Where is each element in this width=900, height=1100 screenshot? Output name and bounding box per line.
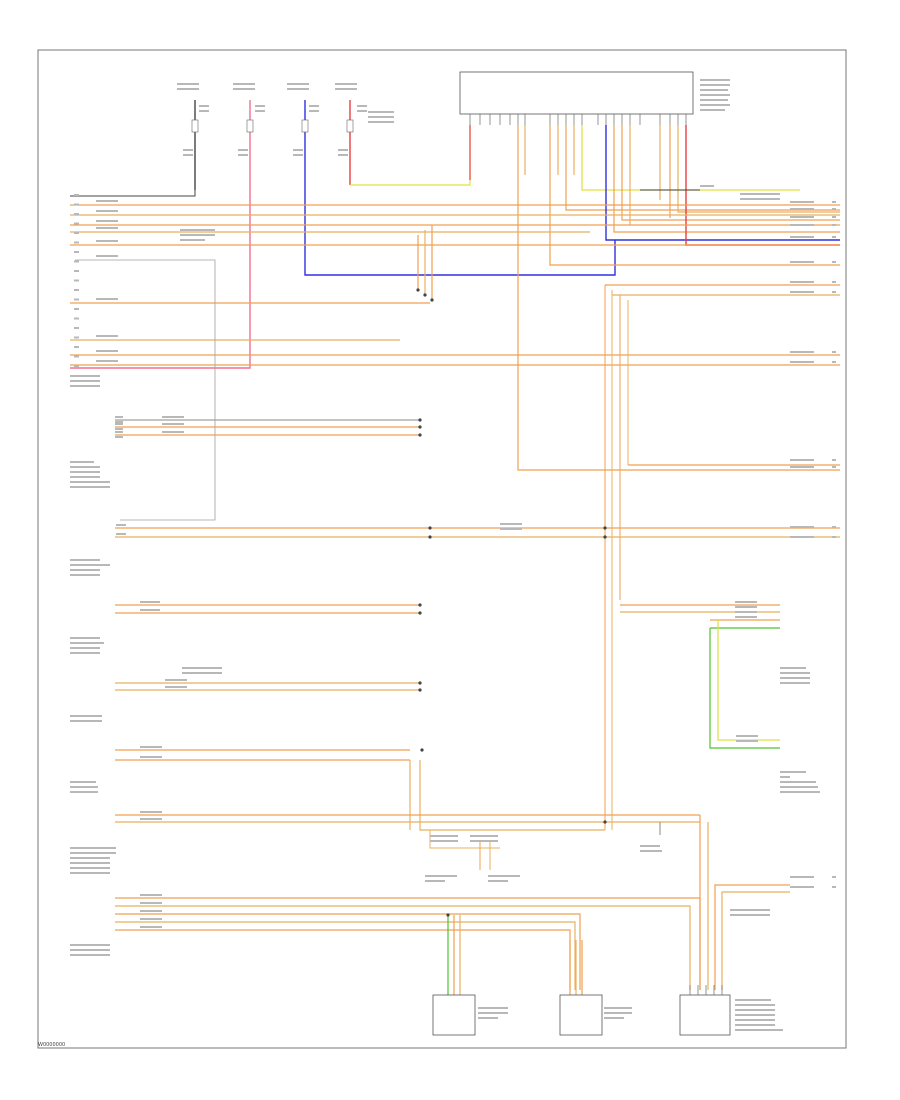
speed-control-dot-0: [418, 603, 422, 607]
headlamp-switch-wire-3: [115, 921, 576, 990]
fuse-symbol-1: [246, 119, 254, 133]
fuse-rating-3: [357, 105, 367, 112]
mirror-wire-6: [717, 620, 780, 741]
fuse-wire-label-1: [238, 149, 248, 156]
fuse-wire-label-0: [183, 149, 193, 156]
brake-switch-label: [70, 461, 110, 488]
fuse-rating-1: [255, 105, 265, 112]
oil-level-dot: [603, 820, 607, 824]
selector-lever-dot-0: [418, 681, 422, 685]
headlamp-switch-wire-1: [115, 905, 691, 990]
module-wire-8: [613, 125, 840, 233]
connector-label-top: [180, 229, 215, 241]
range-side-wire-2: [721, 891, 790, 990]
left-headlamp-connector-label: [488, 875, 520, 882]
headlamp-range-module-label: [735, 999, 783, 1031]
fuse-label-0: [177, 83, 199, 90]
central-module-label: [700, 79, 730, 111]
mid-harness-dot-1: [423, 293, 427, 297]
mid-harness-dot-0: [416, 288, 420, 292]
right-headlamp-dot: [446, 913, 450, 917]
module-wire-1: [517, 125, 840, 471]
component-layer: [37, 49, 847, 1049]
mid-harness-dot-2: [430, 298, 434, 302]
ground-label: [640, 845, 662, 852]
brake-switch-dot-a-1: [428, 535, 432, 539]
selector-lever-dot-1: [418, 688, 422, 692]
blue-wire-bottom: [304, 240, 616, 276]
diagram-frame: [37, 49, 847, 1049]
fuse-rating-2: [309, 105, 319, 112]
pocket-module-dot: [420, 748, 424, 752]
fuse-symbol-3: [346, 119, 354, 133]
pocket-module-label: [70, 715, 102, 722]
steering-module-mid-label-a: [430, 835, 458, 842]
pink-wire: [70, 360, 251, 369]
module-wire-blue: [605, 125, 840, 241]
speed-control-dot-1: [418, 611, 422, 615]
fuse-wire-label-2: [293, 149, 303, 156]
module-wire-7: [581, 125, 800, 191]
mirror-wire-5: [709, 628, 780, 749]
gray-wire: [75, 259, 216, 521]
right-headlamp-box: [432, 994, 476, 1036]
right-headlamp-connector-label: [425, 875, 457, 882]
headlamp-switch-wire-0: [115, 897, 701, 990]
speed-control-label: [70, 559, 110, 576]
range-side-wire-1: [714, 884, 790, 990]
light-switch-dot-2: [418, 433, 422, 437]
mirror-pin-labels: [735, 601, 757, 618]
module-wire-9: [621, 125, 840, 221]
brake-switch-mid-label: [500, 523, 522, 530]
light-switch-dot-1: [418, 425, 422, 429]
headlamp-switch-label: [70, 944, 110, 956]
wire-layer: [70, 100, 840, 995]
steering-module-label-left: [70, 847, 116, 874]
fuse-label-2: [287, 83, 309, 90]
module-wire-5: [565, 125, 840, 211]
steering-module-label: [780, 771, 820, 793]
mirror-lower-pin-labels: [736, 735, 758, 742]
fuse-label-1: [233, 83, 255, 90]
brake-switch-dot-b-0: [603, 526, 607, 530]
fuse-note-label: [368, 111, 394, 123]
oil-level-label: [70, 781, 98, 793]
brake-switch-dot-b-1: [603, 535, 607, 539]
range-side-note: [730, 909, 770, 916]
ground-wire: [70, 190, 196, 197]
selector-lever-label: [70, 637, 104, 654]
module-ground-note: [740, 193, 780, 200]
brake-switch-dot-a-0: [428, 526, 432, 530]
right-headlamp-label: [478, 1007, 508, 1019]
footer-code: W0000000: [38, 1042, 65, 1048]
left-headlamp-box: [559, 994, 603, 1036]
fuse-wire-label-3: [338, 149, 348, 156]
fuse-symbol-0: [191, 119, 199, 133]
central-electronic-module-box: [459, 71, 694, 115]
yellow-wire: [350, 125, 471, 186]
module-wire-3: [549, 125, 840, 266]
steering-module-mid-label-b: [470, 835, 498, 842]
mirror-module-label: [780, 667, 810, 684]
fuse-rating-0: [199, 105, 209, 112]
light-switch-pin-1: [115, 423, 123, 430]
light-switch-label: [70, 375, 100, 387]
headlamp-range-module-box: [679, 994, 731, 1036]
fuse-label-3: [335, 83, 357, 90]
light-switch-dot-0: [418, 418, 422, 422]
light-switch-pin-2: [115, 431, 123, 438]
light-switch-pin-0: [115, 416, 123, 423]
headlamp-switch-wire-2: [115, 913, 581, 990]
junction-layer: [416, 288, 607, 917]
headlamp-switch-wire-4: [115, 929, 571, 990]
module-wire-13: [677, 125, 840, 213]
left-headlamp-label: [604, 1007, 632, 1019]
selector-lever-note: [182, 667, 222, 674]
bottom-bus-1: [419, 760, 605, 831]
fuse-symbol-2: [301, 119, 309, 133]
